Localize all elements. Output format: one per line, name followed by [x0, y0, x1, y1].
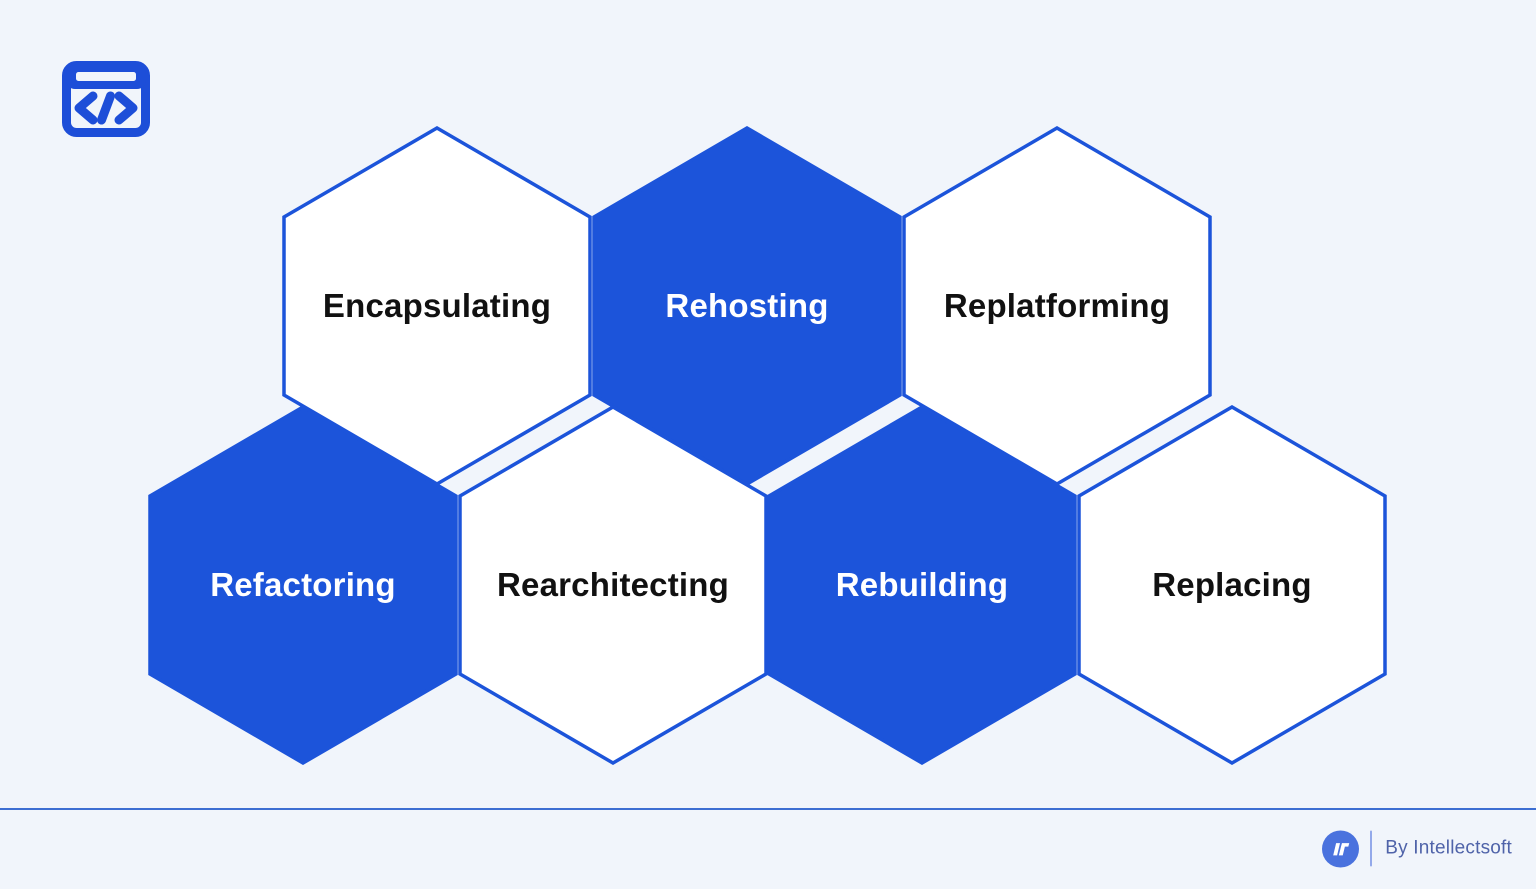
hexagon-shape — [148, 405, 458, 765]
hexagon-rebuilding: Rebuilding — [767, 405, 1077, 765]
hexagon-label-encapsulating: Encapsulating — [322, 287, 552, 324]
hexagon-label-replatforming: Replatforming — [943, 287, 1171, 324]
hexagon-label-rearchitecting: Rearchitecting — [496, 566, 730, 603]
hexagon-rehosting: Rehosting — [592, 126, 902, 486]
footer-separator — [1370, 830, 1373, 867]
hexagon-refactoring: Refactoring — [148, 405, 458, 765]
footer: By Intellectsoft — [0, 808, 1536, 889]
hexagon-label-rehosting: Rehosting — [665, 287, 829, 324]
hexagon-label-refactoring: Refactoring — [210, 566, 396, 603]
footer-rule-line — [0, 808, 1536, 810]
code-window-icon — [62, 61, 150, 137]
hexagon-encapsulating: Encapsulating — [282, 126, 592, 486]
footer-attribution: By Intellectsoft — [1385, 837, 1512, 859]
hexagon-label-rebuilding: Rebuilding — [835, 566, 1009, 603]
footer-brand: By Intellectsoft — [1322, 830, 1512, 867]
hexagon-replacing: Replacing — [1077, 405, 1387, 765]
hexagon-shape — [1077, 405, 1387, 765]
hexagon-shape — [458, 405, 768, 765]
intellectsoft-logo-icon — [1322, 830, 1360, 867]
hexagon-shape — [767, 405, 1077, 765]
hexagon-rearchitecting: Rearchitecting — [458, 405, 768, 765]
hexagon-label-replacing: Replacing — [1152, 566, 1312, 603]
hexagon-replatforming: Replatforming — [902, 126, 1212, 486]
